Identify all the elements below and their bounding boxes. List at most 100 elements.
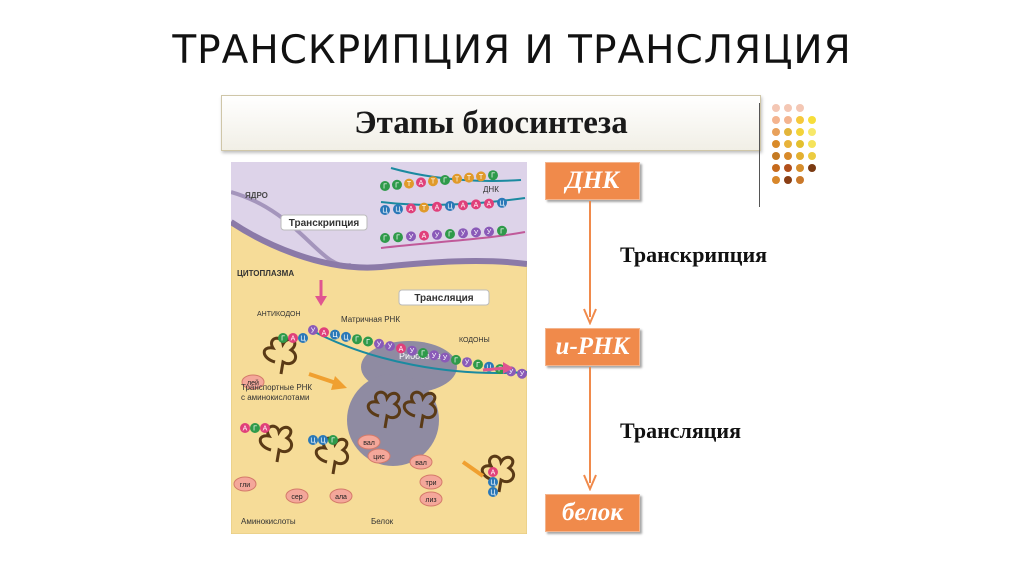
trna-mid-letter: Ц: [310, 438, 316, 445]
mrna-letter: У: [377, 341, 382, 348]
label-transcription: Транскрипция: [289, 218, 360, 229]
decor-dot: [796, 176, 804, 184]
decor-dot: [808, 164, 816, 172]
amino-acid-label: вал: [415, 460, 427, 467]
dna-backbone-mid: [380, 197, 526, 206]
mrna-base: [407, 345, 417, 356]
trna-left-letter: А: [243, 426, 248, 433]
mrna-base: [385, 341, 395, 352]
label-dna: ДНК: [483, 185, 499, 194]
dna-top-letter: Т: [407, 181, 412, 188]
dna-mid-base: [419, 202, 429, 213]
rna-letter: Г: [448, 232, 452, 239]
dna-mid-letter: Ц: [395, 207, 401, 214]
arrow-dna-to-mrna: [583, 201, 597, 325]
decor-dot: [772, 164, 780, 172]
dna-top-base: [452, 173, 462, 184]
trna-right-base: [488, 487, 498, 497]
mrna-letter: У: [432, 353, 437, 360]
dna-mid-base: [380, 205, 390, 215]
trna-left-base: [240, 423, 250, 433]
trna-right-letter: Ц: [490, 480, 496, 487]
anticodon-base: [298, 333, 308, 343]
mrna-letter: У: [388, 344, 393, 351]
trna-right-letters: АЦЦ: [488, 467, 498, 497]
rna-letter: А: [422, 233, 427, 240]
anticodon-base: [278, 333, 288, 343]
mrna-letter: У: [520, 371, 525, 378]
amino-acid: [329, 488, 353, 504]
decor-dot: [796, 128, 804, 136]
anticodon-letter: Ц: [300, 336, 306, 343]
rna-base: [497, 225, 507, 236]
dna-top-letter: Т: [467, 175, 472, 182]
rna-base: [393, 232, 403, 243]
dna-top-base: [380, 181, 390, 191]
label-anticodon: АНТИКОДОН: [257, 311, 301, 318]
dna-top-base: [428, 176, 438, 187]
mrna-base: [374, 338, 384, 349]
dna-mid-letter: А: [409, 206, 414, 213]
dna-top-base: [464, 172, 474, 183]
trna-right-letter: Ц: [490, 490, 496, 497]
rna-base: [458, 228, 468, 239]
mrna-letter: Г: [476, 362, 480, 369]
mrna-base: [341, 331, 351, 342]
trna-mid-base: [318, 435, 328, 445]
dna-mid-letter: Ц: [382, 208, 388, 215]
dna-top-letter: Т: [431, 179, 436, 186]
mrna-arrow-head: [503, 362, 513, 374]
amino-acid-label: лей: [247, 379, 259, 387]
dna-top-letter: А: [419, 180, 424, 187]
decor-dot: [772, 128, 780, 136]
rna-letter: У: [461, 231, 466, 238]
label-mrna: Матричная РНК: [341, 315, 400, 324]
trna-mid-base: [308, 435, 318, 445]
mrna-letter: У: [509, 369, 514, 376]
dna-top-letter: Г: [491, 173, 495, 180]
rna-letter: У: [435, 232, 440, 239]
rna-base: [471, 227, 481, 238]
decor-dot: [796, 164, 804, 172]
mrna-letter: Ц: [332, 332, 338, 339]
trna-right-base: [488, 467, 498, 477]
mrna-base: [462, 357, 472, 368]
decor-dot: [808, 128, 816, 136]
mrna-letter: Г: [366, 339, 370, 346]
amino-acid-label: ала: [335, 494, 347, 501]
mrna-letter: Г: [498, 367, 502, 374]
dna-backbone-top: [390, 167, 522, 182]
nuclear-membrane: [231, 219, 527, 271]
mrna-letter: А: [322, 330, 327, 337]
amino-acid: [285, 488, 309, 504]
dna-top-letter: Г: [443, 178, 447, 185]
decor-dot: [784, 140, 792, 148]
trna-shapes: [258, 336, 515, 493]
dna-mid-letter: А: [461, 203, 466, 210]
dna-top-base: [416, 177, 426, 188]
dna-top-letter: Г: [395, 182, 399, 189]
anticodon-letter: Г: [281, 336, 285, 343]
amino-acid: [367, 448, 391, 464]
amino-acid-label: сер: [291, 494, 302, 501]
amino-acid: [241, 374, 265, 390]
amino-acid: [419, 491, 443, 507]
trna-arrow-head: [331, 376, 347, 390]
trna-left-letter: А: [263, 426, 268, 433]
rna-letter: У: [474, 230, 479, 237]
decor-dot: [772, 104, 780, 112]
label-translation-bg: [398, 289, 490, 306]
dna-mid-base: [458, 200, 468, 211]
decor-dot: [796, 104, 804, 112]
amino-acid: [357, 434, 381, 450]
label-codons: КОДОНЫ: [459, 337, 490, 344]
mrna-letter: У: [465, 360, 470, 367]
mrna-letter: Г: [421, 351, 425, 358]
mrna-base: [319, 327, 329, 338]
dna-top-base: [440, 175, 450, 185]
